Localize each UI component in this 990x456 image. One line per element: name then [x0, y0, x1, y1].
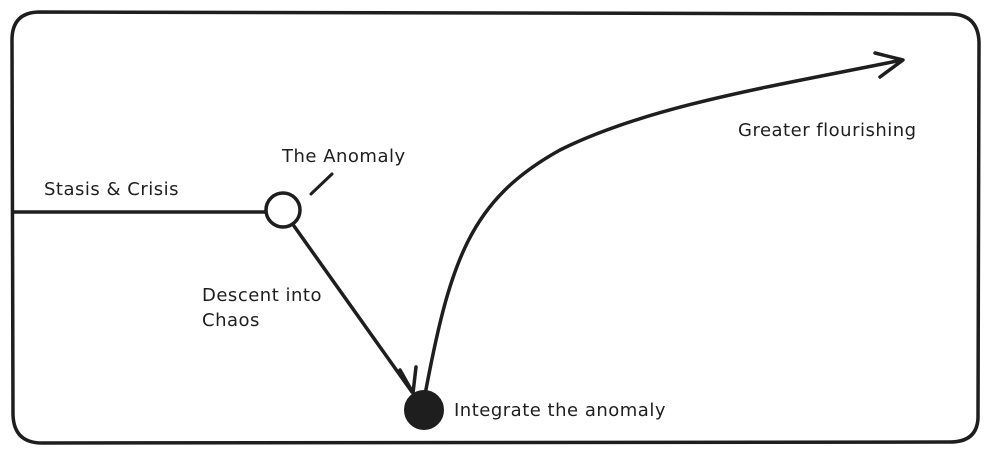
anomaly-node [264, 191, 302, 229]
anomaly-pointer-line [309, 172, 334, 196]
frame-border [10, 10, 981, 445]
label-the-anomaly: The Anomaly [281, 146, 406, 167]
label-greater-flourishing: Greater flourishing [738, 120, 917, 141]
label-descent-line-1: Descent into [202, 285, 322, 306]
label-descent-line-2: Chaos [202, 310, 260, 331]
label-integrate-anomaly: Integrate the anomaly [454, 400, 666, 421]
label-stasis-crisis: Stasis & Crisis [44, 179, 179, 200]
ascent-curve [422, 58, 904, 402]
ascent-arrowhead [873, 51, 905, 79]
descent-arrowhead [398, 365, 418, 395]
descent-arrow [292, 224, 414, 394]
